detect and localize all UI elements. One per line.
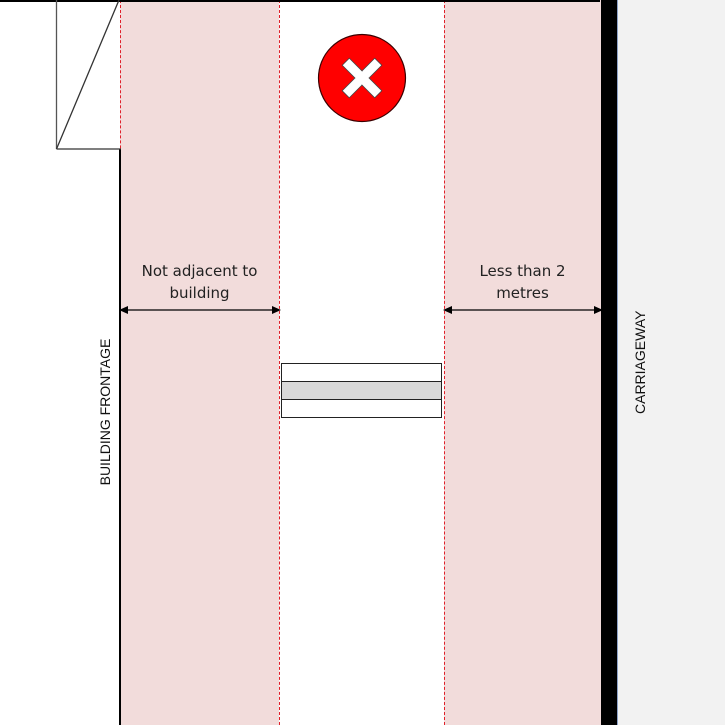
building-frontage-line: [119, 149, 121, 725]
dimension-label-right-line2: metres: [496, 284, 549, 302]
kerb-line: [601, 0, 617, 725]
door-swing-icon: [55, 0, 121, 150]
carriageway-area: [617, 0, 725, 725]
carriageway-label: CARRIAGEWAY: [632, 310, 648, 414]
building-frontage-label: BUILDING FRONTAGE: [97, 338, 113, 486]
zone-boundary-line: [279, 0, 280, 725]
dimension-label-right-line1: Less than 2: [479, 262, 566, 280]
restricted-zone-building-side: [120, 0, 279, 725]
dimension-label-left: Not adjacent to building: [121, 260, 278, 304]
dimension-label-left-line1: Not adjacent to: [141, 262, 258, 280]
dimension-label-right: Less than 2 metres: [444, 260, 601, 304]
bench-seat: [281, 381, 442, 400]
dimension-arrow-left: [119, 306, 281, 314]
dimension-label-left-line2: building: [169, 284, 230, 302]
cross-circle-icon: [317, 33, 407, 123]
zone-boundary-line: [444, 0, 445, 725]
top-border: [0, 0, 600, 2]
bench-back: [281, 399, 442, 418]
dimension-arrow-right: [443, 306, 603, 314]
bench-icon: [281, 363, 442, 382]
restricted-zone-kerb-side: [444, 0, 601, 725]
